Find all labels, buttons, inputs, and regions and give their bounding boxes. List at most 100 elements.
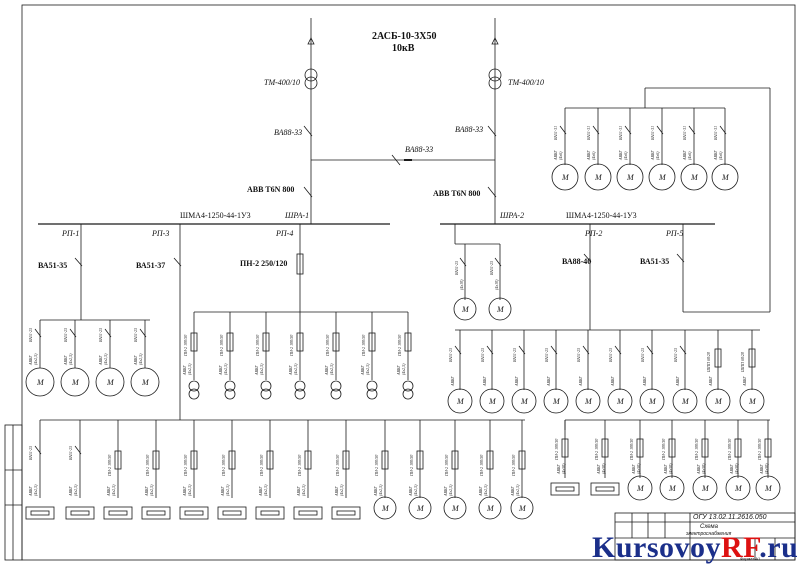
small-label: ВА51-25 xyxy=(68,446,73,460)
motor-label: М xyxy=(36,378,45,387)
breaker-icon xyxy=(582,345,590,355)
small-label: АВВГ xyxy=(182,486,187,497)
breaker-icon xyxy=(656,125,664,135)
small-label: (4x50) xyxy=(636,463,641,474)
motor-label: М xyxy=(141,378,150,387)
breaker-icon xyxy=(550,345,558,355)
rp-3-label: РП-3 xyxy=(152,229,170,238)
small-label: (4x10) xyxy=(459,279,464,290)
motor-icon xyxy=(672,388,698,414)
busbar-2-section: ШРА-2 xyxy=(500,211,525,220)
fuse-icon xyxy=(190,332,198,352)
voltage-label: 10кВ xyxy=(392,43,415,54)
small-label: ПН-2 100/30 xyxy=(554,439,559,461)
motor-icon xyxy=(95,367,125,397)
breaker-icon xyxy=(74,445,82,455)
motor-label: М xyxy=(561,173,570,182)
small-label: АВВГ xyxy=(133,355,138,366)
small-label: ВА51-25 xyxy=(448,348,453,362)
small-label: АВВГ xyxy=(28,355,33,366)
motor-icon xyxy=(453,297,477,321)
breaker-icon xyxy=(34,445,42,455)
small-label: (4x2,5) xyxy=(259,363,265,375)
breaker-icon xyxy=(592,125,600,135)
fuse-icon xyxy=(714,348,722,368)
feeder-rp5-breaker: ВА51-35 xyxy=(640,257,670,266)
heater-icon xyxy=(293,506,323,520)
small-label: ВА51-31 xyxy=(650,126,655,140)
fuse-icon xyxy=(228,450,236,470)
small-label: (4x50) xyxy=(601,463,606,474)
small-label: АВВГ xyxy=(596,464,601,475)
small-label: ПН-2 100/50 xyxy=(107,455,112,477)
heater-icon xyxy=(331,506,361,520)
small-label: (4x2,5) xyxy=(149,484,155,496)
small-label: АВВГ xyxy=(408,486,413,497)
small-label: ПН-2 100/30 xyxy=(757,439,762,461)
busbar-1-label: ШМА4-1250-44-1У3 xyxy=(180,211,251,220)
small-label: ПН-2 100/30 xyxy=(727,439,732,461)
motor-icon xyxy=(479,388,505,414)
heater-element-icon xyxy=(595,486,615,492)
small-label: АВВГ xyxy=(218,365,223,376)
motor-label: М xyxy=(381,504,390,513)
small-label: (4x2,5) xyxy=(187,363,193,375)
fuse-icon xyxy=(734,438,742,458)
small-label: ВА51-25 xyxy=(133,328,138,342)
heater-icon xyxy=(217,506,247,520)
fuse-icon xyxy=(304,450,312,470)
small-label: (4x2,5) xyxy=(223,363,229,375)
breaker-icon xyxy=(34,328,42,338)
main-breaker-1-label: ВА88-33 xyxy=(274,128,303,137)
small-label: (4x2,5) xyxy=(73,484,79,496)
small-label: (4x50) xyxy=(561,463,566,474)
motor-label: М xyxy=(461,305,470,314)
fuse-icon xyxy=(486,450,494,470)
motor-icon xyxy=(408,496,432,520)
rp-4-label: РП-4 xyxy=(276,229,294,238)
small-label: ПН-2 100/50 xyxy=(397,335,402,357)
small-label: АВВГ xyxy=(334,486,339,497)
motor-icon xyxy=(725,475,751,501)
heater-element-icon xyxy=(70,510,90,516)
small-label: (4x2,5) xyxy=(111,484,117,496)
small-label: АВВГ xyxy=(28,486,33,497)
small-label: АВВГ xyxy=(443,486,448,497)
fuse-icon xyxy=(296,332,304,352)
motor-label: М xyxy=(681,397,690,406)
transformer-icon xyxy=(330,380,342,392)
small-label: (4x2,5) xyxy=(225,484,231,496)
fuse-icon xyxy=(226,332,234,352)
abb-2-label: ABB T6N 800 xyxy=(433,189,481,198)
small-label: (4x2,5) xyxy=(448,484,454,496)
small-label: ПН-2 100/50 xyxy=(479,455,484,477)
small-label: ПН-2 100/50 xyxy=(374,455,379,477)
small-label: АВВГ xyxy=(106,486,111,497)
heater-icon xyxy=(550,482,580,496)
fuse-icon xyxy=(701,438,709,458)
fuse-icon xyxy=(601,438,609,458)
small-label: ШПП 60/20 xyxy=(706,352,711,373)
small-label: ПН-2 100/50 xyxy=(221,455,226,477)
breaker-icon xyxy=(719,125,727,135)
small-label: (4x2,5) xyxy=(68,353,74,365)
heater-element-icon xyxy=(184,510,204,516)
small-label: АВВГ xyxy=(553,150,558,161)
small-label: ВА51-25 xyxy=(489,261,494,275)
motor-icon xyxy=(130,367,160,397)
small-label: (4x50) xyxy=(668,463,673,474)
fuse-icon xyxy=(451,450,459,470)
small-label: ПН-2 100/50 xyxy=(255,335,260,357)
abb-1-label: ABB T6N 800 xyxy=(247,185,295,194)
motor-label: М xyxy=(106,378,115,387)
small-label: АВВГ xyxy=(586,150,591,161)
small-label: АВВГ xyxy=(98,355,103,366)
motor-label: М xyxy=(416,504,425,513)
small-label: ВА51-25 xyxy=(673,348,678,362)
small-label: (4x6) xyxy=(591,151,596,160)
breaker-icon xyxy=(688,125,696,135)
rp-2-label: РП-2 xyxy=(585,229,603,238)
heater-icon xyxy=(255,506,285,520)
motor-label: М xyxy=(616,397,625,406)
motor-label: М xyxy=(594,173,603,182)
